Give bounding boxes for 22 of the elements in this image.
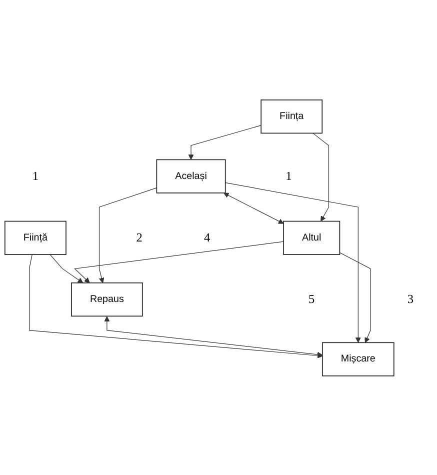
arrow bbox=[104, 316, 323, 357]
node-box: Același bbox=[156, 158, 226, 193]
node-label: 4 bbox=[204, 230, 210, 244]
node-label: 2 bbox=[136, 230, 142, 244]
arrow bbox=[225, 182, 361, 342]
arrow bbox=[339, 252, 371, 342]
arrow bbox=[224, 192, 284, 224]
node-label: 1 bbox=[32, 169, 39, 183]
node-box: Mișcare bbox=[322, 342, 394, 376]
arrow bbox=[74, 240, 284, 283]
node-box: Ființa bbox=[260, 99, 323, 134]
arrow bbox=[312, 132, 330, 222]
arrow bbox=[50, 254, 84, 283]
node-box: Altul bbox=[283, 220, 340, 255]
node-box: Ființă bbox=[4, 220, 66, 255]
arrow bbox=[98, 187, 157, 283]
node-label: 1 bbox=[286, 169, 292, 183]
node-box: Repaus bbox=[71, 282, 143, 316]
node-label: 3 bbox=[407, 292, 414, 306]
arrow bbox=[29, 254, 323, 358]
node-label: 5 bbox=[308, 292, 315, 306]
arrow bbox=[188, 124, 262, 160]
